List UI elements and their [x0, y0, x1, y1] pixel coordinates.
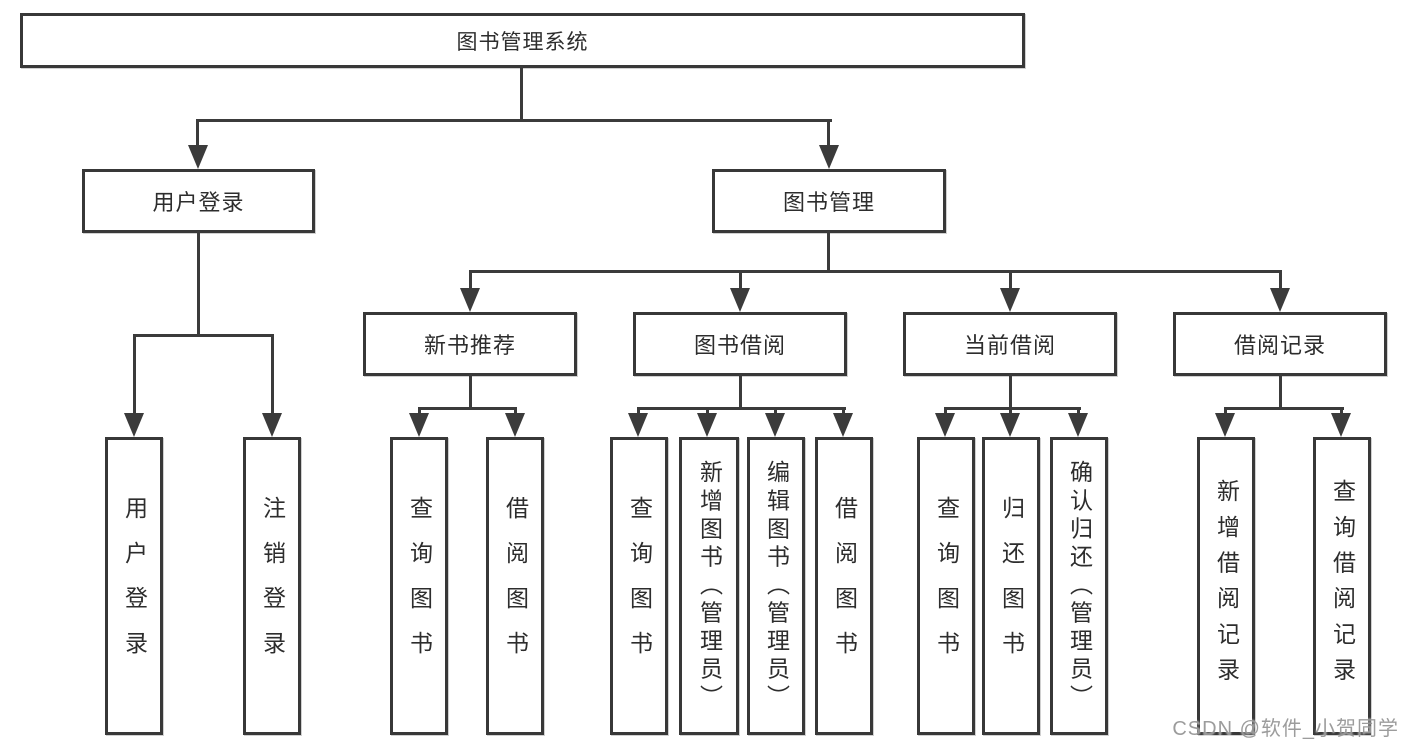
- node-book-borrow-label: 图书借阅: [693, 333, 786, 358]
- connector-vline: [706, 407, 709, 417]
- connector-vline: [827, 119, 830, 149]
- node-book-management: 图书管理: [712, 169, 946, 233]
- arrow-down-icon: [505, 413, 525, 437]
- leaf-confirm-return-admin-label: 确认归还（管理员）: [1066, 459, 1093, 713]
- node-new-book-recommend: 新书推荐: [363, 312, 577, 376]
- arrow-down-icon: [1000, 288, 1020, 312]
- connector-vline: [1009, 270, 1012, 292]
- connector-vline: [739, 270, 742, 292]
- leaf-query-borrow-record: 查询借阅记录: [1313, 437, 1371, 735]
- leaf-add-borrow-record: 新增借阅记录: [1197, 437, 1255, 735]
- arrow-down-icon: [409, 413, 429, 437]
- leaf-query-book-current-label: 查询图书: [933, 496, 960, 676]
- connector-vline: [944, 407, 947, 417]
- connector-vline: [418, 407, 421, 417]
- arrow-down-icon: [765, 413, 785, 437]
- node-book-management-label: 图书管理: [782, 190, 875, 215]
- arrow-down-icon: [1331, 413, 1351, 437]
- leaf-query-book-recommend-label: 查询图书: [406, 496, 433, 676]
- leaf-edit-book-admin: 编辑图书（管理员）: [747, 437, 805, 735]
- leaf-return-book-label: 归还图书: [998, 496, 1025, 676]
- connector-vline: [739, 374, 742, 410]
- connector-vline: [271, 334, 274, 418]
- connector-hline: [469, 270, 1282, 273]
- connector-vline: [1077, 407, 1080, 417]
- connector-hline: [196, 119, 832, 122]
- arrow-down-icon: [819, 145, 839, 169]
- arrow-down-icon: [460, 288, 480, 312]
- arrow-down-icon: [124, 413, 144, 437]
- leaf-query-book-recommend: 查询图书: [390, 437, 448, 735]
- leaf-user-login-label: 用户登录: [121, 496, 148, 676]
- connector-vline: [1224, 407, 1227, 417]
- leaf-user-login: 用户登录: [105, 437, 163, 735]
- arrow-down-icon: [833, 413, 853, 437]
- arrow-down-icon: [1000, 413, 1020, 437]
- node-current-borrow: 当前借阅: [903, 312, 1117, 376]
- node-user-login-label: 用户登录: [152, 190, 245, 215]
- connector-vline: [469, 374, 472, 410]
- arrow-down-icon: [628, 413, 648, 437]
- leaf-query-book-borrow: 查询图书: [610, 437, 668, 735]
- leaf-logout: 注销登录: [243, 437, 301, 735]
- connector-vline: [637, 407, 640, 417]
- leaf-return-book: 归还图书: [982, 437, 1040, 735]
- connector-vline: [514, 407, 517, 417]
- leaf-borrow-book-recommend: 借阅图书: [486, 437, 544, 735]
- leaf-borrow-book-label: 借阅图书: [831, 496, 858, 676]
- leaf-query-book-current: 查询图书: [917, 437, 975, 735]
- connector-hline: [1224, 407, 1344, 410]
- connector-vline: [774, 407, 777, 417]
- node-root: 图书管理系统: [20, 13, 1025, 68]
- connector-vline: [842, 407, 845, 417]
- connector-hline: [944, 407, 1081, 410]
- node-user-login: 用户登录: [82, 169, 315, 233]
- connector-vline: [520, 66, 523, 122]
- node-borrow-record: 借阅记录: [1173, 312, 1387, 376]
- connector-hline: [637, 407, 846, 410]
- connector-hline: [418, 407, 517, 410]
- node-current-borrow-label: 当前借阅: [963, 333, 1056, 358]
- connector-vline: [1009, 374, 1012, 410]
- connector-vline: [197, 231, 200, 337]
- node-borrow-record-label: 借阅记录: [1233, 333, 1326, 358]
- arrow-down-icon: [188, 145, 208, 169]
- leaf-query-borrow-record-label: 查询借阅记录: [1329, 479, 1356, 693]
- connector-hline: [133, 334, 274, 337]
- arrow-down-icon: [1068, 413, 1088, 437]
- arrow-down-icon: [262, 413, 282, 437]
- leaf-edit-book-admin-label: 编辑图书（管理员）: [763, 459, 790, 713]
- leaf-borrow-book: 借阅图书: [815, 437, 873, 735]
- connector-vline: [196, 119, 199, 149]
- connector-vline: [133, 334, 136, 418]
- node-root-label: 图书管理系统: [456, 30, 589, 54]
- arrow-down-icon: [730, 288, 750, 312]
- connector-vline: [1279, 374, 1282, 410]
- node-book-borrow: 图书借阅: [633, 312, 847, 376]
- leaf-query-book-borrow-label: 查询图书: [626, 496, 653, 676]
- watermark: CSDN @软件_小贺同学: [1172, 718, 1399, 740]
- connector-vline: [469, 270, 472, 292]
- leaf-logout-label: 注销登录: [259, 496, 286, 676]
- connector-vline: [827, 231, 830, 273]
- leaf-add-borrow-record-label: 新增借阅记录: [1213, 479, 1240, 693]
- leaf-confirm-return-admin: 确认归还（管理员）: [1050, 437, 1108, 735]
- leaf-add-book-admin-label: 新增图书（管理员）: [696, 459, 723, 713]
- node-new-book-recommend-label: 新书推荐: [423, 333, 516, 358]
- arrow-down-icon: [1270, 288, 1290, 312]
- arrow-down-icon: [1215, 413, 1235, 437]
- arrow-down-icon: [697, 413, 717, 437]
- arrow-down-icon: [935, 413, 955, 437]
- connector-vline: [1340, 407, 1343, 417]
- connector-vline: [1009, 407, 1012, 417]
- connector-vline: [1279, 270, 1282, 292]
- leaf-borrow-book-recommend-label: 借阅图书: [502, 496, 529, 676]
- leaf-add-book-admin: 新增图书（管理员）: [679, 437, 739, 735]
